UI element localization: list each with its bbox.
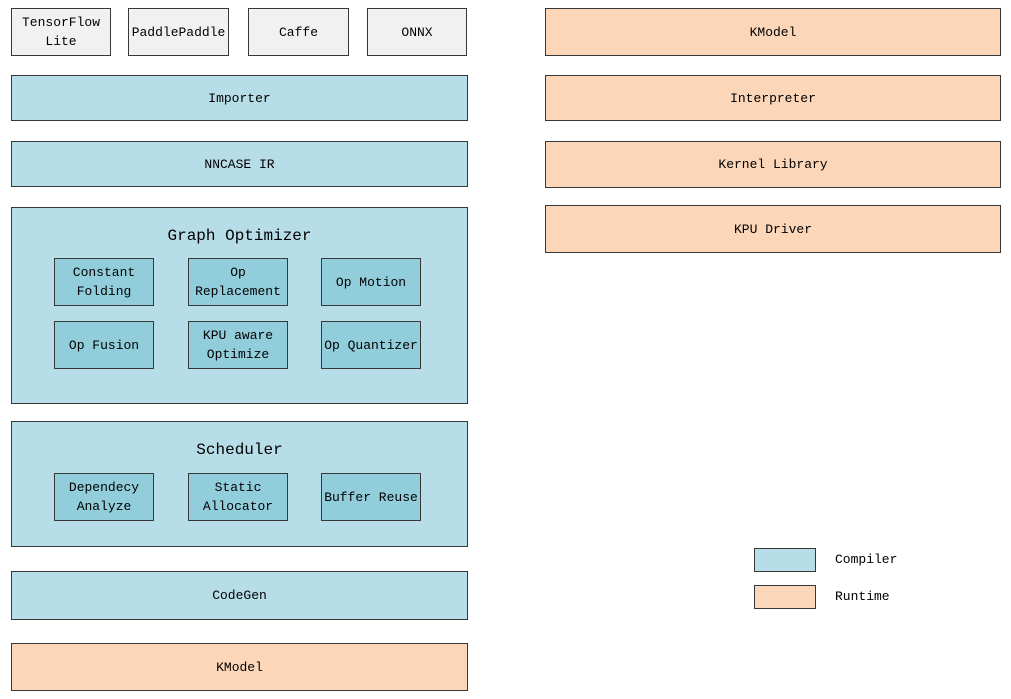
optimizer-pass-op-replacement: Op Replacement — [188, 258, 288, 306]
source-box-caffe: Caffe — [248, 8, 349, 56]
kpu-driver-box: KPU Driver — [545, 205, 1001, 253]
importer-box: Importer — [11, 75, 468, 121]
scheduler-container: Scheduler Dependecy Analyze Static Alloc… — [11, 421, 468, 547]
legend-runtime-label: Runtime — [835, 589, 890, 604]
source-box-paddlepaddle: PaddlePaddle — [128, 8, 229, 56]
optimizer-pass-op-fusion: Op Fusion — [54, 321, 154, 369]
optimizer-pass-label: Op Replacement — [195, 265, 281, 299]
legend-runtime-swatch — [754, 585, 816, 609]
nncase-ir-box: NNCASE IR — [11, 141, 468, 187]
source-box-onnx: ONNX — [367, 8, 467, 56]
kernel-library-box: Kernel Library — [545, 141, 1001, 188]
codegen-label: CodeGen — [212, 588, 267, 603]
legend-item-runtime: Runtime — [754, 585, 890, 609]
scheduler-title: Scheduler — [196, 441, 283, 459]
nncase-ir-label: NNCASE IR — [204, 156, 275, 172]
legend-compiler-label: Compiler — [835, 552, 898, 567]
optimizer-pass-kpu-aware-optimize: KPU aware Optimize — [188, 321, 288, 369]
scheduler-pass-label: Buffer Reuse — [324, 489, 418, 505]
scheduler-pass-dependecy-analyze: Dependecy Analyze — [54, 473, 154, 521]
optimizer-pass-label: KPU aware Optimize — [202, 328, 274, 362]
optimizer-pass-label: Op Motion — [335, 274, 407, 290]
kmodel-runtime-label: KModel — [749, 24, 797, 40]
scheduler-pass-label: Static Allocator — [202, 480, 274, 514]
source-label-caffe: Caffe — [278, 24, 318, 40]
kernel-library-label: Kernel Library — [718, 157, 828, 172]
interpreter-box: Interpreter — [545, 75, 1001, 121]
kmodel-compiler-output-box: KModel — [11, 643, 468, 691]
optimizer-pass-op-motion: Op Motion — [321, 258, 421, 306]
legend-item-compiler: Compiler — [754, 548, 897, 572]
optimizer-pass-label: Constant Folding — [72, 265, 136, 299]
importer-label: Importer — [208, 90, 271, 106]
legend-compiler-swatch — [754, 548, 816, 572]
optimizer-pass-label: Op Fusion — [68, 337, 140, 353]
graph-optimizer-container: Graph Optimizer Constant Folding Op Repl… — [11, 207, 468, 404]
optimizer-pass-label: Op Quantizer — [324, 337, 418, 353]
source-label-tensorflow-lite: TensorFlow Lite — [21, 15, 100, 49]
source-label-onnx: ONNX — [401, 24, 433, 40]
optimizer-pass-constant-folding: Constant Folding — [54, 258, 154, 306]
codegen-box: CodeGen — [11, 571, 468, 620]
kpu-driver-label: KPU Driver — [733, 221, 812, 237]
interpreter-label: Interpreter — [730, 90, 816, 106]
kmodel-label: KModel — [216, 659, 263, 675]
scheduler-pass-label: Dependecy Analyze — [68, 480, 140, 514]
scheduler-pass-buffer-reuse: Buffer Reuse — [321, 473, 421, 521]
source-box-tensorflow-lite: TensorFlow Lite — [11, 8, 111, 56]
graph-optimizer-title: Graph Optimizer — [167, 227, 312, 245]
scheduler-pass-static-allocator: Static Allocator — [188, 473, 288, 521]
kmodel-runtime-box: KModel — [545, 8, 1001, 56]
source-label-paddlepaddle: PaddlePaddle — [131, 24, 226, 40]
optimizer-pass-op-quantizer: Op Quantizer — [321, 321, 421, 369]
